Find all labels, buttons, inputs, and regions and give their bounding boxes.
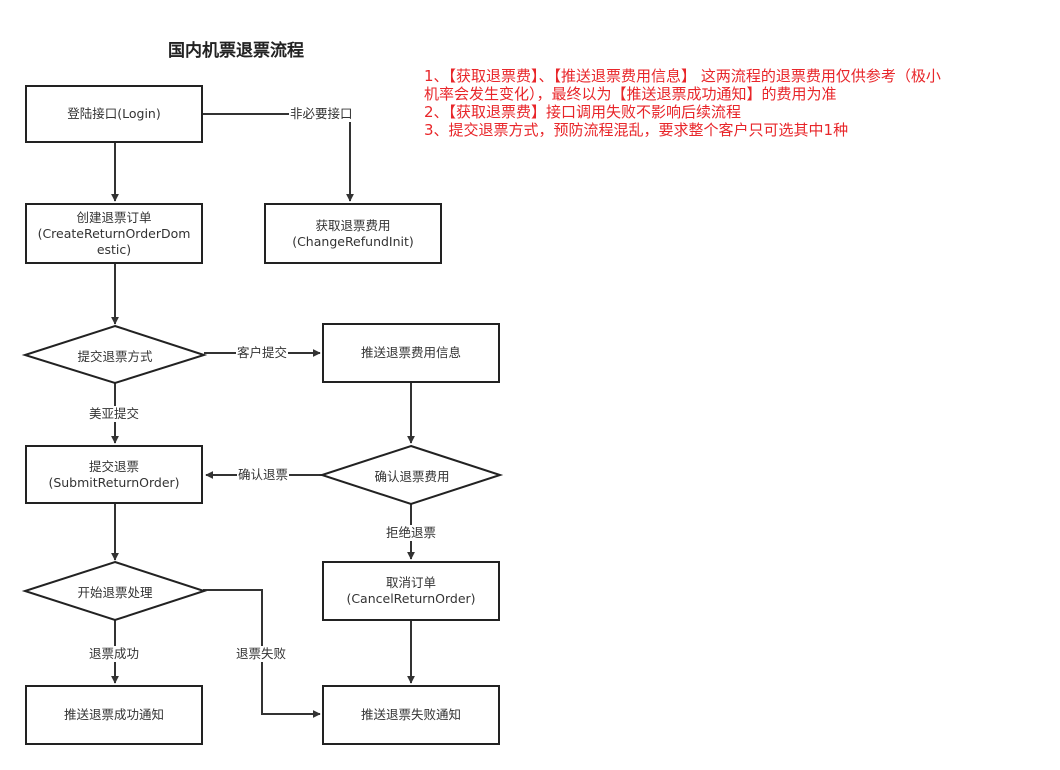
node-login: 登陆接口(Login) xyxy=(25,85,203,143)
node-label-line: (ChangeRefundInit) xyxy=(292,233,414,249)
note-line: 2、【获取退票费】接口调用失败不影响后续流程 xyxy=(424,103,742,121)
diagram-title: 国内机票退票流程 xyxy=(168,41,304,61)
edge-label-confirm-return: 确认退票 xyxy=(237,467,290,483)
decision-confirm-fee-label: 确认退票费用 xyxy=(374,468,450,484)
decision-confirm-fee-shape xyxy=(318,444,504,506)
note-line: 机率会发生变化），最终以为【推送退票成功通知】的费用为准 xyxy=(424,85,837,103)
note-line: 1、【获取退票费】、【推送退票费用信息】 这两流程的退票费用仅供参考（极小 xyxy=(424,67,941,85)
notes-block: 1、【获取退票费】、【推送退票费用信息】 这两流程的退票费用仅供参考（极小 机率… xyxy=(424,67,1054,139)
edge-label-meiya-submit: 美亚提交 xyxy=(88,406,141,422)
edge-label-reject-return: 拒绝退票 xyxy=(385,525,438,541)
note-line: 3、提交退票方式，预防流程混乱，要求整个客户只可选其中1种 xyxy=(424,121,849,139)
node-label-line: 推送退票成功通知 xyxy=(63,707,164,722)
node-label-line: 推送退票费用信息 xyxy=(360,345,461,360)
edge-label-optional: 非必要接口 xyxy=(289,106,354,122)
edge-label-return-success: 退票成功 xyxy=(88,646,141,662)
decision-submit-method-label: 提交退票方式 xyxy=(77,348,153,364)
node-submit-return: 提交退票 (SubmitReturnOrder) xyxy=(25,445,203,504)
node-push-fail: 推送退票失败通知 xyxy=(322,685,500,745)
node-cancel-order: 取消订单 (CancelReturnOrder) xyxy=(322,561,500,621)
node-push-fee-info: 推送退票费用信息 xyxy=(322,323,500,383)
node-label-line: 提交退票 xyxy=(88,458,139,474)
decision-start-process-shape xyxy=(21,560,208,622)
edge-label-customer-submit: 客户提交 xyxy=(236,345,289,361)
node-login-label: 登陆接口(Login) xyxy=(67,106,161,121)
decision-submit-method-shape xyxy=(21,324,208,385)
node-label-line: (SubmitReturnOrder) xyxy=(48,474,180,490)
node-label-line: (CancelReturnOrder) xyxy=(346,591,476,606)
node-label-line: (CreateReturnOrderDom xyxy=(37,225,191,241)
node-create-order: 创建退票订单 (CreateReturnOrderDom estic) xyxy=(25,203,203,264)
edge-login-to-getfee xyxy=(203,113,354,202)
node-label-line: 取消订单 xyxy=(385,575,436,590)
node-push-success: 推送退票成功通知 xyxy=(25,685,203,745)
edge-label-return-fail: 退票失败 xyxy=(235,646,288,662)
decision-start-process-label: 开始退票处理 xyxy=(77,584,153,600)
node-label-line: 创建退票订单 xyxy=(76,209,152,225)
node-label-line: 推送退票失败通知 xyxy=(360,707,461,722)
node-label-line: estic) xyxy=(96,241,132,257)
node-label-line: 获取退票费用 xyxy=(315,217,391,233)
node-get-fee: 获取退票费用 (ChangeRefundInit) xyxy=(264,203,442,264)
